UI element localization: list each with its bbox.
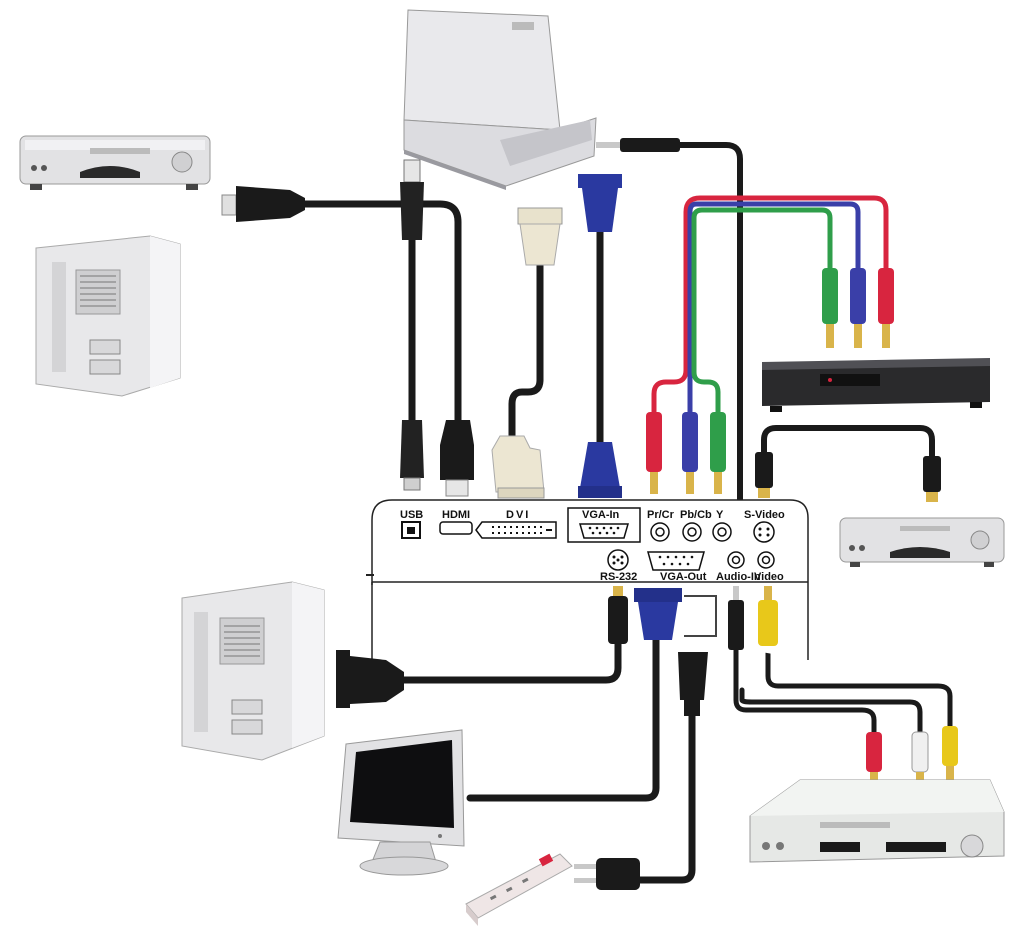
video-jack[interactable]: [757, 551, 775, 569]
port-label-hdmi: HDMI: [442, 509, 470, 521]
rca-plug-white-dvd: [911, 731, 929, 784]
power-cable: [636, 708, 696, 884]
dvi-cable: [508, 261, 544, 444]
s-video-jack[interactable]: [753, 521, 775, 543]
pr-cr-jack[interactable]: [650, 522, 670, 542]
desktop-computer-icon: [35, 235, 181, 397]
audio-in-plug: [728, 586, 744, 650]
dvi-plug-bottom: [491, 435, 545, 499]
rca-plug-blue-bottom: [682, 412, 698, 494]
s-video-plug-dvd: [923, 456, 941, 502]
laptop-audio-cable: [677, 142, 743, 573]
set-top-box-icon: [762, 358, 990, 412]
rca-plug-red-bottom: [646, 412, 662, 494]
power-cord-connector: [678, 652, 708, 716]
pb-cb-jack[interactable]: [682, 522, 702, 542]
port-label-usb: USB: [400, 509, 423, 521]
port-label-pb-cb: Pb/Cb: [680, 509, 712, 521]
audio-in-jack[interactable]: [727, 551, 745, 569]
component-plugs-bottom: [646, 412, 726, 494]
vga-plug-top: [578, 174, 622, 232]
connectors: [221, 138, 958, 890]
rs232-cable: [396, 636, 622, 684]
port-label-dvi: DVI: [506, 509, 530, 521]
rs232-plug: [608, 586, 628, 644]
laptop-icon: [403, 9, 597, 190]
rca-plug-green-top: [822, 268, 838, 348]
usb-plug-bottom: [400, 420, 424, 491]
rs232-port[interactable]: [607, 549, 629, 571]
component-blue-cable: [687, 201, 861, 423]
hdmi-plug-bottom: [440, 420, 474, 497]
monitor-icon: [337, 729, 465, 876]
audio-out-cable-white: [739, 687, 923, 738]
vga-plug-bottom: [578, 442, 622, 498]
usb-plug-top: [400, 159, 424, 240]
hdmi-plug-source: [221, 186, 305, 222]
composite-video-cable: [765, 637, 953, 733]
dvd-player-icon: [749, 779, 1005, 863]
laptop-audio-plug: [596, 138, 680, 152]
dvd-player-icon: [19, 135, 211, 190]
serial-db9-plug: [336, 650, 404, 708]
s-video-cable: [761, 425, 935, 463]
dvi-plug-top: [517, 207, 563, 266]
vga-in-port[interactable]: [567, 507, 641, 543]
s-video-plug-projector: [755, 452, 773, 498]
component-red-cable: [651, 195, 889, 418]
dvd-player-icon: [839, 517, 1005, 567]
vga-out-cable: [466, 636, 660, 802]
port-label-video: Video: [754, 571, 784, 583]
port-label-s-video: S-Video: [744, 509, 785, 521]
port-label-audio-in: Audio-In: [716, 571, 761, 583]
dvi-port[interactable]: [475, 521, 557, 539]
projector-rear-panel: USB HDMI DVI VGA-In Pr/Cr Pb/Cb Y S-Vide…: [366, 499, 809, 660]
component-green-cable: [691, 207, 833, 418]
rca-plug-blue-top: [850, 268, 866, 348]
rca-plug-red-dvd: [866, 732, 882, 784]
vga-out-plug: [634, 588, 717, 640]
vga-out-port[interactable]: [647, 551, 705, 571]
usb-port[interactable]: [401, 521, 421, 539]
hdmi-port[interactable]: [439, 521, 473, 535]
wall-plug: [574, 858, 640, 890]
audio-out-cable: [733, 637, 877, 738]
port-label-y: Y: [716, 509, 724, 521]
component-plugs-top: [822, 268, 894, 348]
cables: [301, 142, 953, 884]
rca-plug-yellow-dvd: [942, 726, 958, 780]
video-plug: [758, 586, 778, 646]
desktop-computer-icon: [181, 581, 325, 761]
rca-plug-green-bottom: [710, 412, 726, 494]
power-strip-icon: [465, 853, 573, 926]
port-label-rs232: RS-232: [600, 571, 637, 583]
y-jack[interactable]: [712, 522, 732, 542]
port-label-pr-cr: Pr/Cr: [647, 509, 675, 521]
hdmi-cable: [301, 200, 462, 429]
port-label-vga-out: VGA-Out: [660, 571, 707, 583]
port-label-vga-in: VGA-In: [582, 509, 620, 521]
rca-plug-red-top: [878, 268, 894, 348]
